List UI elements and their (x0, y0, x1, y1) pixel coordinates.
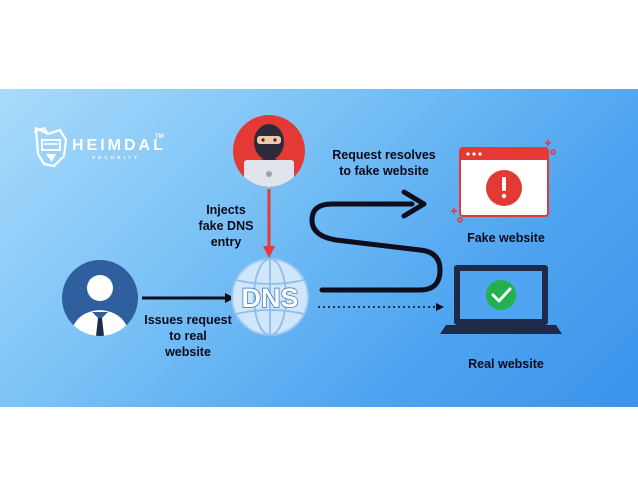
attacker-label: Injects fake DNS entry (198, 203, 254, 249)
brand-trademark: TM (155, 134, 164, 140)
brand-name: HEIMDAL (72, 137, 166, 154)
fake-site-label: Fake website (467, 231, 545, 245)
user-label: Issues request to real website (144, 313, 232, 359)
attacker-avatar-icon (233, 115, 305, 187)
real-website-laptop-icon (440, 265, 562, 334)
real-site-label: Real website (468, 357, 544, 371)
decor-sparkles (451, 140, 556, 223)
user-avatar-icon (62, 260, 138, 336)
dns-node-label: DNS (241, 283, 298, 313)
fake-website-window-icon (459, 147, 549, 217)
brand-tagline: SECURITY (92, 155, 141, 160)
dns-to-fake-site-arrow (309, 201, 443, 293)
resolve-label: Request resolves to fake website (332, 148, 436, 178)
fake-site-arrowhead (401, 189, 427, 219)
dns-globe-icon (231, 258, 309, 336)
heimdal-helmet-icon (33, 126, 68, 168)
diagram-background (0, 89, 638, 407)
